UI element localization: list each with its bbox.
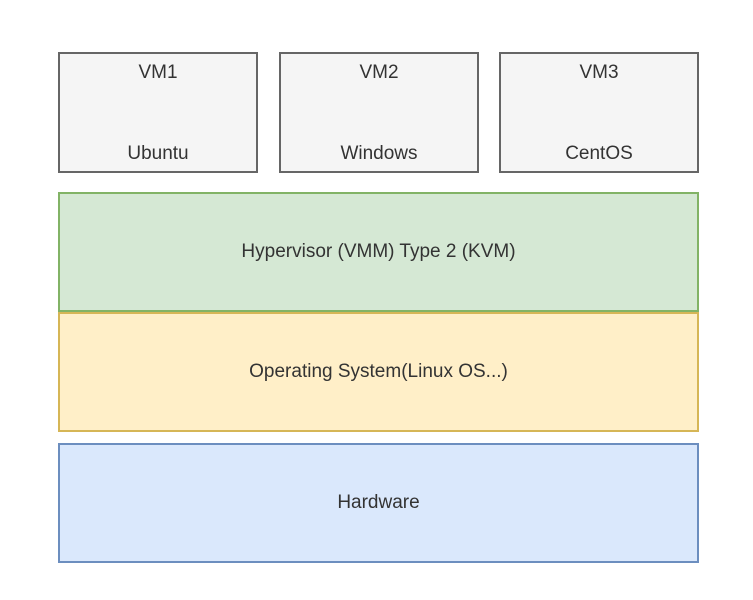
vm2-name: VM2 — [359, 61, 399, 83]
hypervisor-layer-box: Hypervisor (VMM) Type 2 (KVM) — [58, 192, 699, 312]
operating-system-layer-label: Operating System(Linux OS...) — [249, 361, 508, 382]
hardware-layer-box: Hardware — [58, 443, 699, 563]
vm1-name: VM1 — [138, 61, 178, 83]
vm2-os: Windows — [340, 142, 418, 164]
vm1-box: VM1 Ubuntu — [58, 52, 258, 173]
operating-system-layer-box: Operating System(Linux OS...) — [58, 312, 699, 432]
vm3-label: VM3 CentOS — [565, 5, 633, 221]
vm1-os: Ubuntu — [127, 142, 189, 164]
vm3-box: VM3 CentOS — [499, 52, 699, 173]
vm2-box: VM2 Windows — [279, 52, 479, 173]
vm1-label: VM1 Ubuntu — [127, 5, 188, 221]
hardware-layer-label: Hardware — [337, 492, 420, 513]
vm3-name: VM3 — [579, 61, 619, 83]
vm2-label: VM2 Windows — [340, 5, 417, 221]
vm3-os: CentOS — [565, 142, 633, 164]
hypervisor-layer-label: Hypervisor (VMM) Type 2 (KVM) — [241, 241, 516, 262]
